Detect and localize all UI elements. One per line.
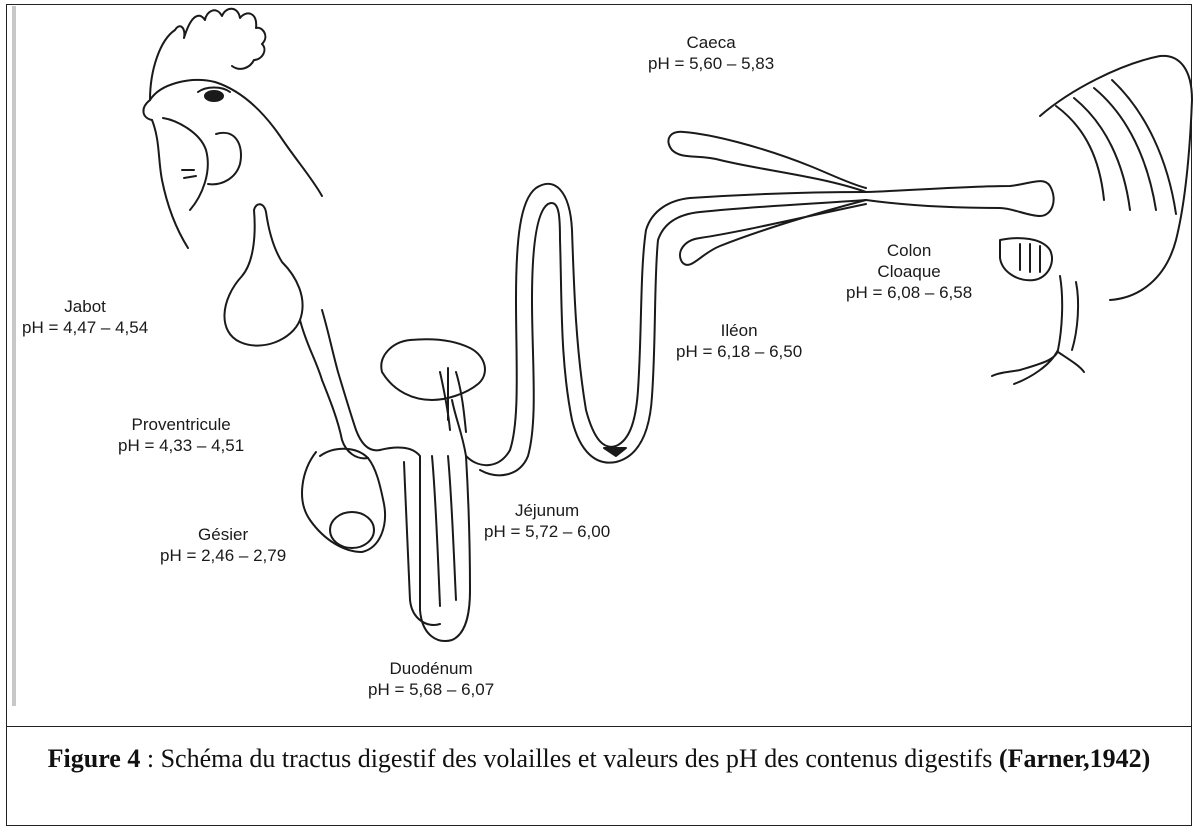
caption-divider xyxy=(6,726,1192,727)
jejunum-ileum-drawing xyxy=(466,184,866,475)
colon-ph: pH = 6,08 – 6,58 xyxy=(846,282,972,303)
figure-caption: Figure 4 : Schéma du tractus digestif de… xyxy=(20,742,1178,776)
colon-label: Colon Cloaque pH = 6,08 – 6,58 xyxy=(846,240,972,303)
duodenum-drawing xyxy=(380,339,485,641)
jejunum-name: Jéjunum xyxy=(484,500,610,521)
caeca-label: Caeca pH = 5,60 – 5,83 xyxy=(648,32,774,74)
ileon-ph: pH = 6,18 – 6,50 xyxy=(676,341,802,362)
gesier-name: Gésier xyxy=(160,524,286,545)
jabot-label: Jabot pH = 4,47 – 4,54 xyxy=(22,296,148,338)
proventricule-ph: pH = 4,33 – 4,51 xyxy=(118,435,244,456)
duodenum-name: Duodénum xyxy=(368,658,494,679)
figure-label: Figure 4 xyxy=(48,744,141,773)
ileon-label: Iléon pH = 6,18 – 6,50 xyxy=(676,320,802,362)
crop-drawing xyxy=(224,204,380,458)
rooster-tail-drawing xyxy=(992,56,1192,384)
colon-name: Colon xyxy=(846,240,972,261)
jejunum-label: Jéjunum pH = 5,72 – 6,00 xyxy=(484,500,610,542)
digestive-tract-diagram xyxy=(0,0,1198,726)
duodenum-ph: pH = 5,68 – 6,07 xyxy=(368,679,494,700)
gizzard-drawing xyxy=(302,449,385,552)
caeca-ph: pH = 5,60 – 5,83 xyxy=(648,53,774,74)
ileon-name: Iléon xyxy=(676,320,802,341)
gesier-ph: pH = 2,46 – 2,79 xyxy=(160,545,286,566)
duodenum-label: Duodénum pH = 5,68 – 6,07 xyxy=(368,658,494,700)
jabot-ph: pH = 4,47 – 4,54 xyxy=(22,317,148,338)
jabot-name: Jabot xyxy=(22,296,148,317)
proventricule-label: Proventricule pH = 4,33 – 4,51 xyxy=(118,414,244,456)
caption-reference: (Farner,1942) xyxy=(999,744,1150,773)
caeca-name: Caeca xyxy=(648,32,774,53)
caption-text: : Schéma du tractus digestif des volaill… xyxy=(140,744,999,773)
rooster-head-drawing xyxy=(143,9,322,248)
gesier-label: Gésier pH = 2,46 – 2,79 xyxy=(160,524,286,566)
proventricule-name: Proventricule xyxy=(118,414,244,435)
jejunum-ph: pH = 5,72 – 6,00 xyxy=(484,521,610,542)
cloaque-name: Cloaque xyxy=(846,261,972,282)
